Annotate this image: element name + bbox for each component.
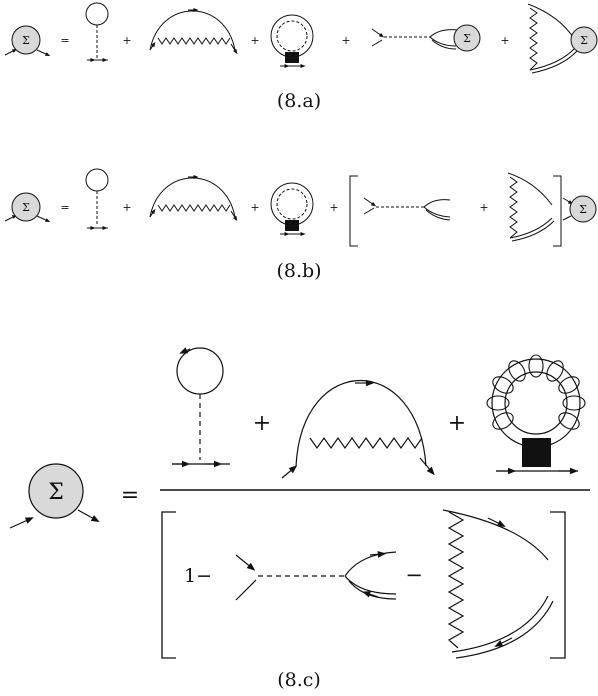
minus-sign: − <box>405 563 423 587</box>
equals-sign: = <box>60 201 69 214</box>
plus-sign: + <box>250 34 259 47</box>
plus-sign: + <box>329 201 338 214</box>
tadpole-diagram <box>172 347 230 468</box>
right-bracket <box>553 175 562 247</box>
left-bracket <box>161 511 176 659</box>
self-energy-blob: Σ <box>4 192 51 223</box>
sigma-symbol: Σ <box>48 480 64 505</box>
gluon-loop-diagram <box>270 14 314 68</box>
sigma-symbol: Σ <box>580 34 588 47</box>
equation-8c: Σ = + + <box>9 347 590 691</box>
ladder-diagram <box>442 509 554 659</box>
exchange-diagram: Σ <box>371 24 481 52</box>
sigma-symbol: Σ <box>22 34 30 47</box>
tadpole-diagram <box>85 168 109 230</box>
fock-diagram <box>149 175 238 222</box>
sigma-symbol: Σ <box>22 201 30 214</box>
plus-sign: + <box>500 34 509 47</box>
plus-sign: + <box>479 201 488 214</box>
ladder-diagram: Σ <box>527 3 598 74</box>
tadpole-diagram <box>85 2 109 62</box>
exchange-diagram <box>235 551 397 601</box>
equals-sign: = <box>121 483 139 508</box>
equation-8a: Σ = + + + <box>4 2 598 112</box>
plus-sign: + <box>448 411 466 436</box>
left-bracket <box>349 175 358 247</box>
fock-diagram <box>149 8 238 55</box>
denominator-prefix: 1− <box>184 565 212 587</box>
plus-sign: + <box>253 411 271 436</box>
exchange-diagram <box>363 197 451 221</box>
ladder-diagram <box>507 172 555 242</box>
plus-sign: + <box>250 201 259 214</box>
fock-diagram <box>281 379 435 479</box>
plus-sign: + <box>341 34 350 47</box>
sigma-symbol: Σ <box>463 32 471 45</box>
self-energy-blob: Σ <box>9 463 100 529</box>
plus-sign: + <box>122 201 131 214</box>
plus-sign: + <box>122 34 131 47</box>
gluon-loop-diagram <box>486 354 586 475</box>
equals-sign: = <box>60 34 69 47</box>
equation-label: (8.c) <box>277 669 321 691</box>
self-energy-blob: Σ <box>4 25 51 57</box>
equation-label: (8.b) <box>276 260 321 282</box>
right-bracket <box>550 511 566 659</box>
gluon-loop-diagram <box>270 182 314 236</box>
self-energy-blob: Σ <box>562 195 597 223</box>
equation-label: (8.a) <box>277 90 321 112</box>
equation-8b: Σ = + + + <box>4 168 597 282</box>
sigma-symbol: Σ <box>579 203 587 216</box>
